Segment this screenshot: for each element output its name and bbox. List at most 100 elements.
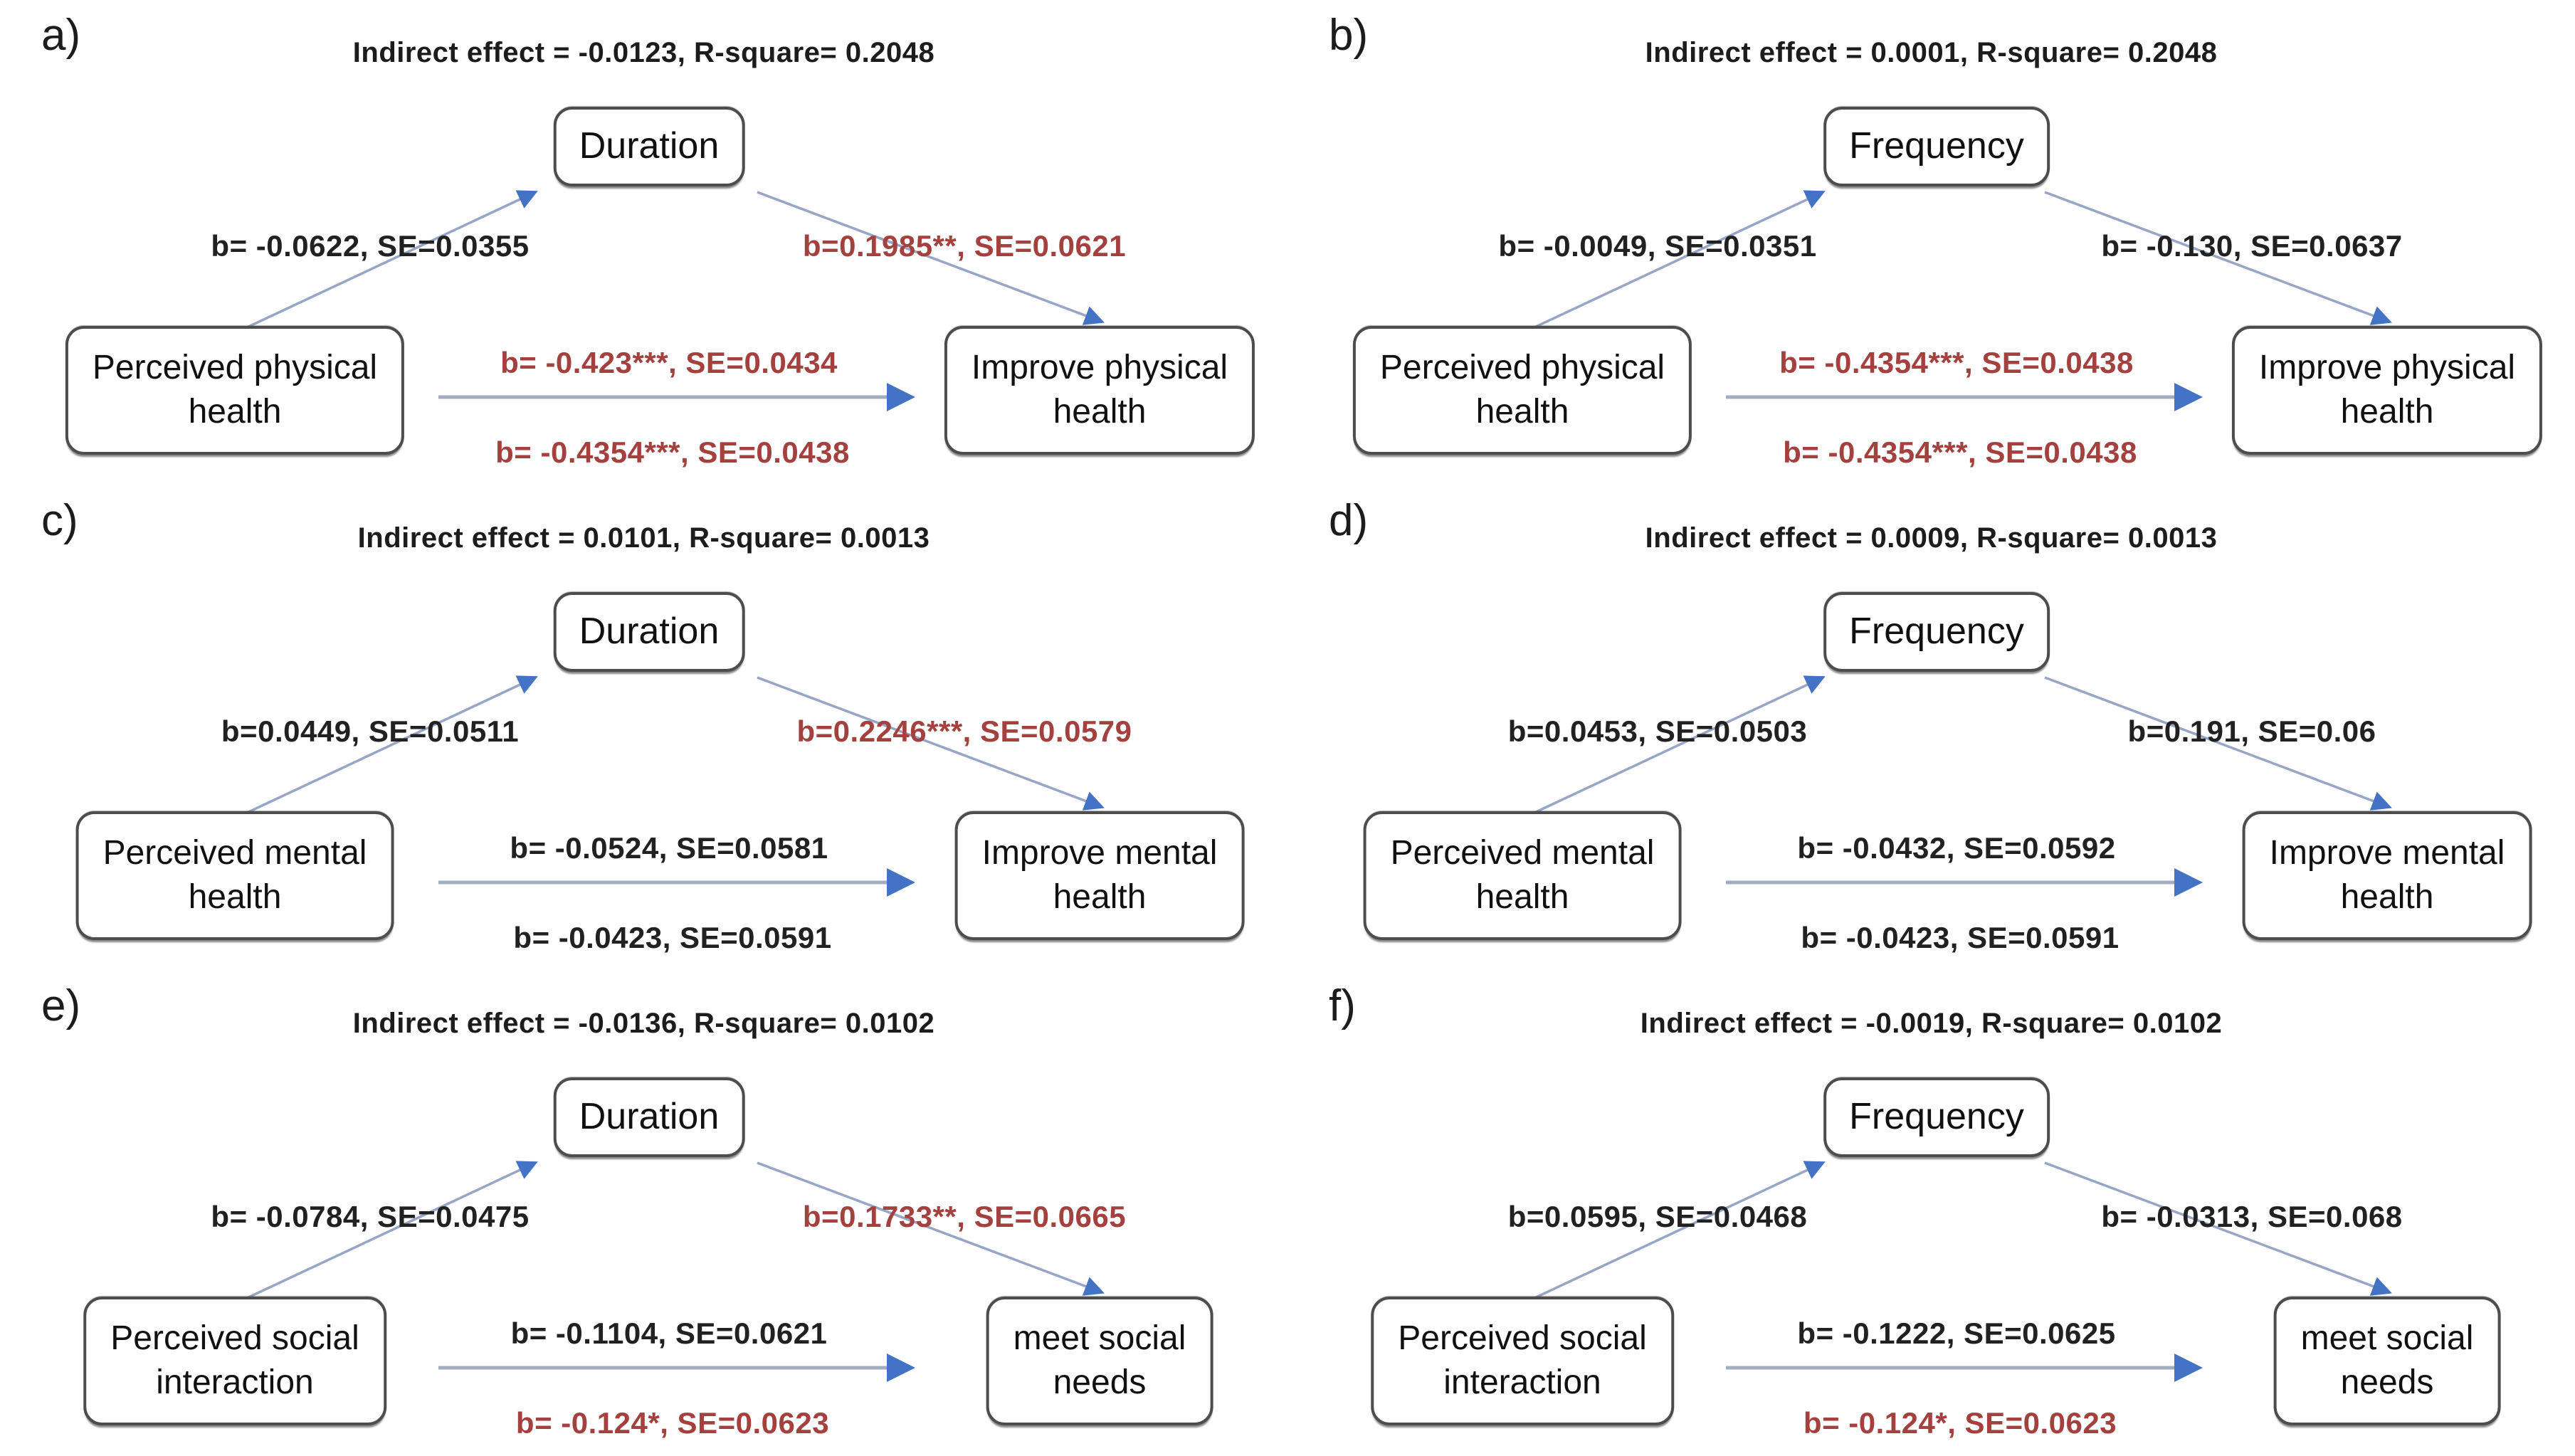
indirect-effect-title: Indirect effect = -0.0123, R-square= 0.2… bbox=[352, 37, 935, 68]
outcome-line-1: Improve mental bbox=[981, 834, 1218, 872]
mediator-box: Frequency bbox=[1823, 1077, 2050, 1157]
a-path-coefficient: b= -0.0622, SE=0.0355 bbox=[211, 229, 530, 263]
direct-path-coefficient-bottom: b= -0.124*, SE=0.0623 bbox=[515, 1406, 830, 1440]
path-arrows bbox=[1522, 675, 2392, 897]
predictor-box: Perceived mental health bbox=[75, 811, 394, 940]
predictor-line-1: Perceived mental bbox=[1390, 834, 1655, 872]
b-path-coefficient: b=0.191, SE=0.06 bbox=[2127, 714, 2376, 748]
mediation-panel-d: d) Indirect effect = 0.0009, R-square= 0… bbox=[1288, 485, 2575, 971]
a-path-arrow bbox=[1522, 675, 1826, 820]
direct-path-coefficient-bottom: b= -0.124*, SE=0.0623 bbox=[1803, 1406, 2117, 1440]
mediator-box: Duration bbox=[553, 1077, 745, 1157]
predictor-line-1: Perceived physical bbox=[1379, 349, 1665, 386]
b-path-coefficient: b=0.2246***, SE=0.0579 bbox=[796, 714, 1132, 748]
a-path-coefficient: b= -0.0049, SE=0.0351 bbox=[1498, 229, 1817, 263]
path-arrows bbox=[234, 190, 1105, 411]
predictor-line-1: Perceived social bbox=[110, 1319, 359, 1357]
direct-path-coefficient-bottom: b= -0.0423, SE=0.0591 bbox=[1801, 921, 2119, 954]
path-arrows bbox=[234, 675, 1105, 897]
outcome-line-2: health bbox=[1053, 878, 1147, 917]
panel-label: e) bbox=[41, 981, 81, 1030]
mediation-panel-c: c) Indirect effect = 0.0101, R-square= 0… bbox=[0, 485, 1288, 971]
predictor-line-2: health bbox=[188, 393, 282, 431]
outcome-line-2: health bbox=[2340, 878, 2434, 917]
indirect-effect-title: Indirect effect = -0.0136, R-square= 0.0… bbox=[352, 1008, 935, 1039]
a-path-arrow bbox=[234, 190, 538, 334]
predictor-line-2: health bbox=[1475, 878, 1569, 917]
mediator-label: Frequency bbox=[1849, 611, 2024, 652]
panel-label: f) bbox=[1329, 981, 1356, 1030]
mediator-box: Duration bbox=[553, 592, 745, 672]
b-path-arrow bbox=[2044, 1161, 2392, 1296]
predictor-line-2: interaction bbox=[156, 1363, 314, 1402]
outcome-line-2: health bbox=[2340, 393, 2434, 431]
b-path-arrow bbox=[2044, 191, 2392, 325]
path-arrows bbox=[1522, 190, 2392, 411]
direct-path-coefficient-top: b= -0.423***, SE=0.0434 bbox=[500, 346, 838, 379]
outcome-box: Improve physical health bbox=[944, 326, 1255, 455]
outcome-box: Improve mental health bbox=[954, 811, 1245, 940]
panel-label: b) bbox=[1329, 11, 1369, 60]
direct-path-coefficient-bottom: b= -0.4354***, SE=0.0438 bbox=[495, 436, 850, 469]
outcome-box: meet social needs bbox=[986, 1297, 1213, 1425]
b-path-coefficient: b=0.1733**, SE=0.0665 bbox=[802, 1200, 1127, 1233]
mediation-panel-b: b) Indirect effect = 0.0001, R-square= 0… bbox=[1288, 0, 2575, 485]
indirect-effect-title: Indirect effect = 0.0101, R-square= 0.00… bbox=[357, 522, 930, 554]
direct-path-coefficient-top: b= -0.4354***, SE=0.0438 bbox=[1779, 346, 2134, 379]
mediation-panel-f: f) Indirect effect = -0.0019, R-square= … bbox=[1288, 971, 2575, 1456]
outcome-box: Improve mental health bbox=[2242, 811, 2532, 940]
mediation-panel-e: e) Indirect effect = -0.0136, R-square= … bbox=[0, 971, 1288, 1456]
a-path-arrow bbox=[1522, 1161, 1826, 1305]
outcome-line-1: Improve physical bbox=[971, 349, 1228, 386]
b-path-arrow bbox=[2044, 676, 2392, 811]
outcome-line-1: meet social bbox=[1013, 1319, 1186, 1357]
outcome-line-2: needs bbox=[2340, 1363, 2434, 1402]
b-path-coefficient: b= -0.130, SE=0.0637 bbox=[2101, 229, 2403, 263]
b-path-arrow bbox=[757, 191, 1105, 325]
mediator-box: Duration bbox=[553, 107, 745, 186]
predictor-line-2: health bbox=[1475, 393, 1569, 431]
outcome-line-1: meet social bbox=[2300, 1319, 2474, 1357]
a-path-arrow bbox=[1522, 190, 1826, 334]
predictor-box: Perceived physical health bbox=[1352, 326, 1692, 455]
predictor-line-2: health bbox=[188, 878, 282, 917]
outcome-line-1: Improve mental bbox=[2269, 834, 2505, 872]
direct-path-coefficient-bottom: b= -0.4354***, SE=0.0438 bbox=[1783, 436, 2137, 469]
mediator-label: Duration bbox=[579, 1096, 720, 1137]
a-path-arrow bbox=[234, 675, 538, 820]
outcome-line-2: needs bbox=[1053, 1363, 1147, 1402]
predictor-line-1: Perceived social bbox=[1398, 1319, 1647, 1357]
mediator-label: Duration bbox=[579, 611, 720, 652]
predictor-box: Perceived social interaction bbox=[83, 1297, 386, 1425]
b-path-arrow bbox=[757, 1161, 1105, 1296]
direct-path-coefficient-top: b= -0.1222, SE=0.0625 bbox=[1797, 1317, 2116, 1350]
path-arrows bbox=[1522, 1161, 2392, 1382]
indirect-effect-title: Indirect effect = 0.0009, R-square= 0.00… bbox=[1645, 522, 2218, 554]
predictor-box: Perceived physical health bbox=[65, 326, 405, 455]
predictor-box: Perceived social interaction bbox=[1371, 1297, 1674, 1425]
outcome-line-2: health bbox=[1053, 393, 1147, 431]
panel-label: d) bbox=[1329, 496, 1369, 545]
direct-path-coefficient-bottom: b= -0.0423, SE=0.0591 bbox=[513, 921, 832, 954]
mediator-box: Frequency bbox=[1823, 107, 2050, 186]
b-path-coefficient: b=0.1985**, SE=0.0621 bbox=[802, 229, 1127, 263]
a-path-coefficient: b=0.0453, SE=0.0503 bbox=[1507, 714, 1808, 748]
b-path-coefficient: b= -0.0313, SE=0.068 bbox=[2101, 1200, 2403, 1233]
mediator-label: Frequency bbox=[1849, 125, 2024, 167]
direct-path-coefficient-top: b= -0.1104, SE=0.0621 bbox=[510, 1317, 828, 1350]
direct-path-coefficient-top: b= -0.0432, SE=0.0592 bbox=[1797, 831, 2116, 865]
predictor-line-1: Perceived physical bbox=[92, 349, 378, 386]
direct-path-coefficient-top: b= -0.0524, SE=0.0581 bbox=[510, 831, 828, 865]
a-path-coefficient: b=0.0449, SE=0.0511 bbox=[221, 714, 520, 748]
mediator-label: Duration bbox=[579, 125, 720, 167]
indirect-effect-title: Indirect effect = -0.0019, R-square= 0.0… bbox=[1640, 1008, 2223, 1039]
panel-label: a) bbox=[41, 11, 81, 60]
b-path-arrow bbox=[757, 676, 1105, 811]
outcome-line-1: Improve physical bbox=[2258, 349, 2516, 386]
mediator-label: Frequency bbox=[1849, 1096, 2024, 1137]
a-path-coefficient: b= -0.0784, SE=0.0475 bbox=[211, 1200, 530, 1233]
predictor-line-1: Perceived mental bbox=[102, 834, 367, 872]
outcome-box: Improve physical health bbox=[2231, 326, 2543, 455]
predictor-box: Perceived mental health bbox=[1363, 811, 1682, 940]
mediation-panel-a: a) Indirect effect = -0.0123, R-square= … bbox=[0, 0, 1288, 485]
